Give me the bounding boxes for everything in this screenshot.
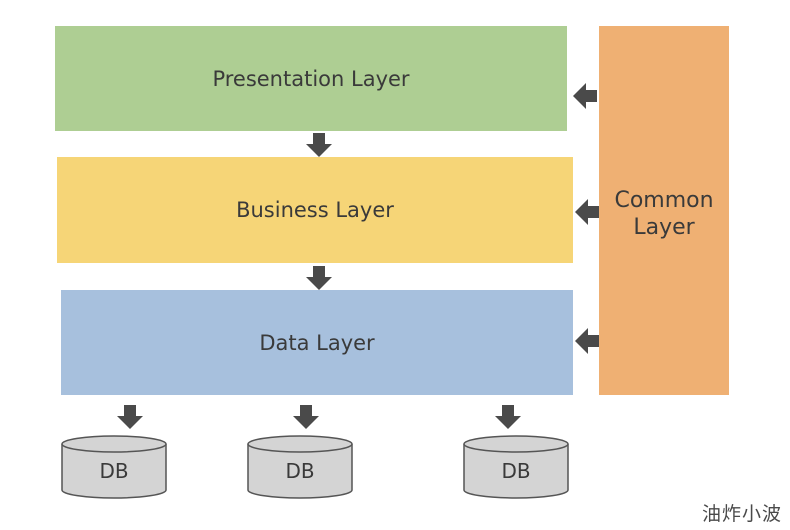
data-layer-label: Data Layer: [259, 330, 375, 355]
arrow-down-icon: [305, 131, 333, 159]
arrow-down-icon: [292, 403, 320, 431]
business-layer-box: Business Layer: [57, 157, 573, 263]
database-label: DB: [99, 459, 129, 483]
arrow-down-icon: [494, 403, 522, 431]
arrow-left-icon: [573, 198, 601, 226]
business-layer-label: Business Layer: [236, 198, 394, 222]
common-layer-label: Common Layer: [614, 187, 714, 240]
common-layer-box: Common Layer: [599, 26, 729, 395]
arrow-down-icon: [116, 403, 144, 431]
database-label: DB: [501, 459, 531, 483]
arrow-down-icon: [305, 264, 333, 292]
arrow-left-icon: [571, 82, 599, 110]
database-cylinder-icon: DB: [247, 435, 353, 499]
presentation-layer-box: Presentation Layer: [55, 26, 567, 131]
database-cylinder-icon: DB: [463, 435, 569, 499]
presentation-layer-label: Presentation Layer: [212, 66, 410, 91]
database-label: DB: [285, 459, 315, 483]
data-layer-box: Data Layer: [61, 290, 573, 395]
watermark-text: 油炸小波: [701, 503, 782, 525]
database-cylinder-icon: DB: [61, 435, 167, 499]
arrow-left-icon: [573, 327, 601, 355]
